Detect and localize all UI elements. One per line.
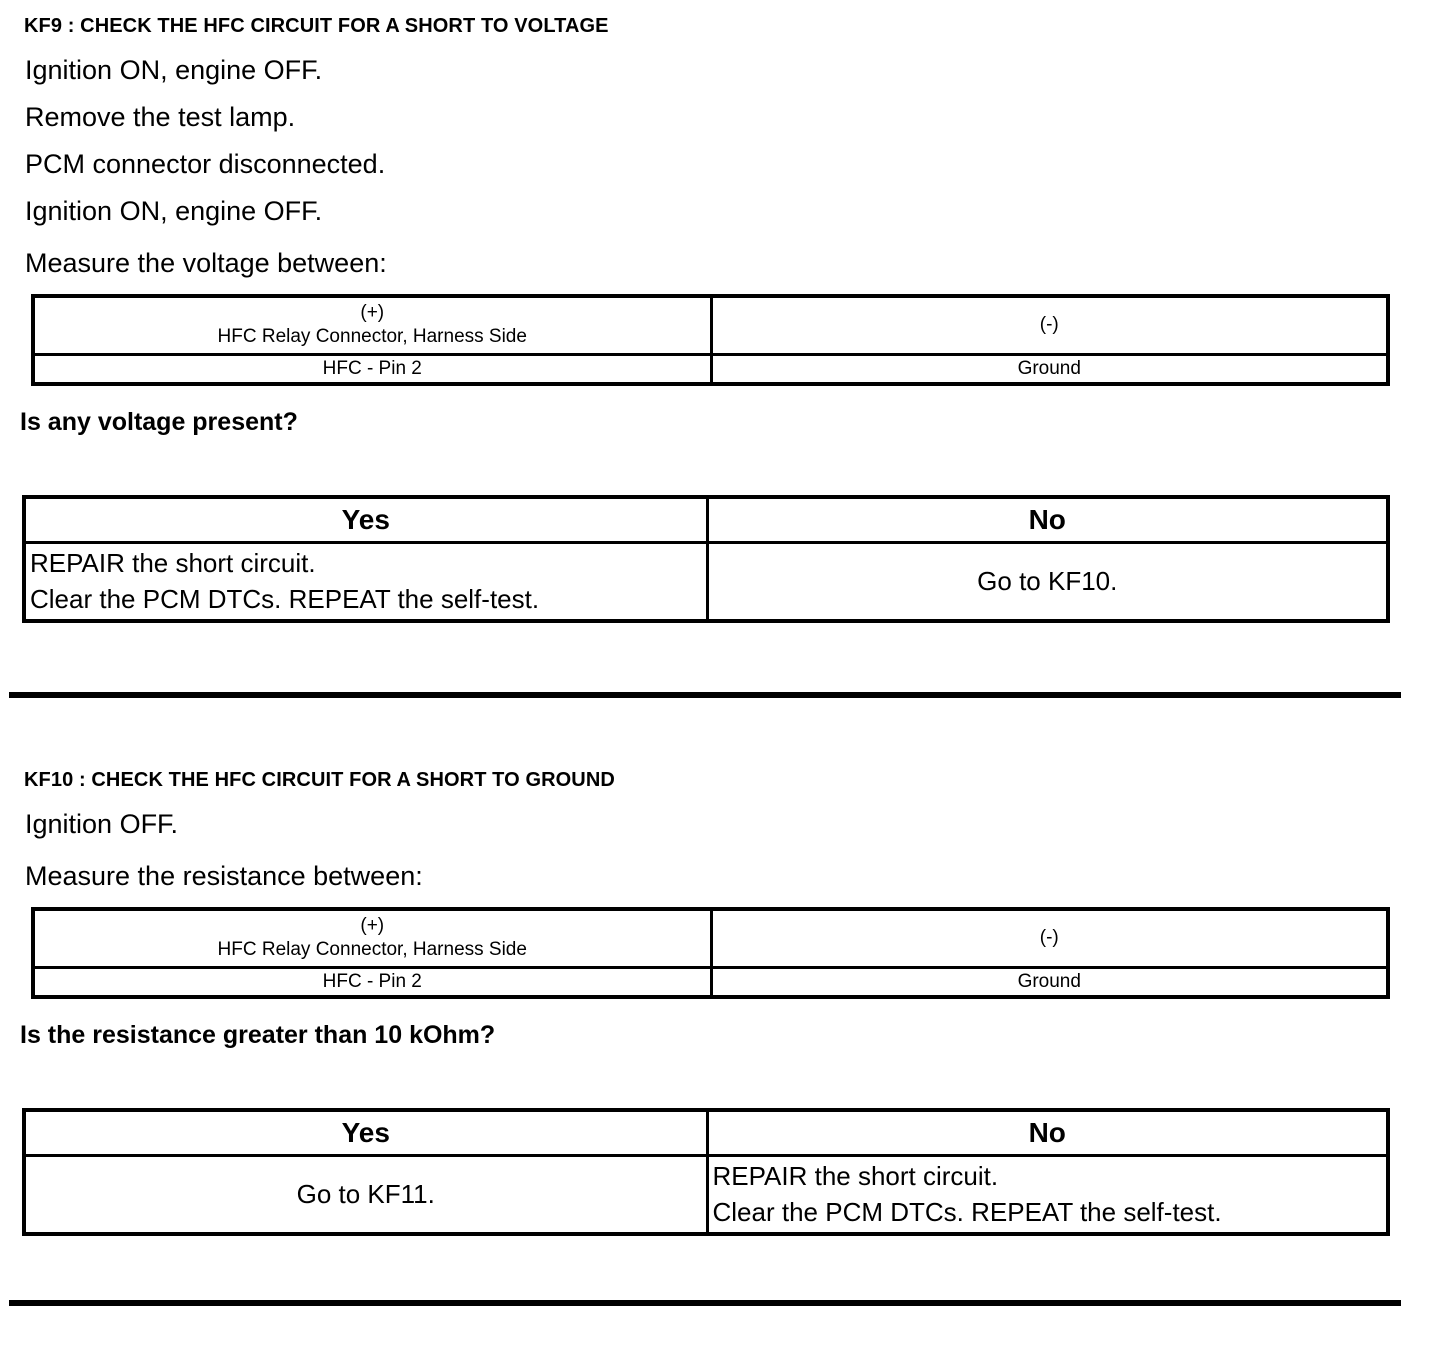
step-instructions-kf10: Ignition OFF. Measure the resistance bet…: [25, 801, 1440, 905]
action-line: Clear the PCM DTCs. REPEAT the self-test…: [30, 584, 540, 615]
table-header-row: (+) HFC Relay Connector, Harness Side (-…: [31, 907, 1390, 969]
section-divider-rule: [9, 692, 1401, 698]
measurement-table-kf10: (+) HFC Relay Connector, Harness Side (-…: [31, 907, 1390, 999]
step-title-kf9: KF9 : CHECK THE HFC CIRCUIT FOR A SHORT …: [24, 15, 609, 37]
action-line: REPAIR the short circuit.: [30, 548, 316, 579]
negative-sign-label: (-): [1039, 314, 1059, 336]
step-title-kf10: KF10 : CHECK THE HFC CIRCUIT FOR A SHORT…: [24, 769, 615, 791]
pinpoint-step-kf9: KF9 : CHECK THE HFC CIRCUIT FOR A SHORT …: [0, 16, 1440, 623]
measurement-table-kf9: (+) HFC Relay Connector, Harness Side (-…: [31, 294, 1390, 386]
answer-body-row: Go to KF11. REPAIR the short circuit. Cl…: [22, 1154, 1390, 1235]
measurement-negative-value: Ground: [709, 352, 1390, 386]
positive-sign-label: (+): [360, 302, 385, 324]
instruction-line: Remove the test lamp.: [25, 102, 296, 132]
answer-yes-header: Yes: [22, 1108, 709, 1157]
measurement-positive-header: (+) HFC Relay Connector, Harness Side: [31, 294, 713, 356]
measurement-positive-header: (+) HFC Relay Connector, Harness Side: [31, 907, 713, 969]
instruction-line: Ignition ON, engine OFF.: [25, 55, 323, 85]
answer-no-header: No: [705, 495, 1390, 544]
answer-body-row: REPAIR the short circuit. Clear the PCM …: [22, 541, 1390, 622]
instruction-line: Measure the voltage between:: [25, 248, 387, 278]
answer-no-header: No: [705, 1108, 1390, 1157]
answer-header-row: Yes No: [22, 495, 1390, 544]
step-instructions-kf9: Ignition ON, engine OFF. Remove the test…: [25, 47, 1440, 292]
answer-no-action: REPAIR the short circuit. Clear the PCM …: [705, 1154, 1390, 1235]
measurement-positive-value: HFC - Pin 2: [31, 352, 713, 386]
pinpoint-step-kf10: KF10 : CHECK THE HFC CIRCUIT FOR A SHORT…: [0, 770, 1440, 1236]
answer-yes-action: Go to KF11.: [22, 1154, 709, 1235]
answer-table-kf9: Yes No REPAIR the short circuit. Clear t…: [22, 495, 1390, 623]
answer-yes-action: REPAIR the short circuit. Clear the PCM …: [22, 541, 709, 622]
measurement-positive-value: HFC - Pin 2: [31, 965, 713, 999]
measurement-negative-value: Ground: [709, 965, 1390, 999]
instruction-line: Ignition ON, engine OFF.: [25, 196, 323, 226]
step-question-kf9: Is any voltage present?: [20, 408, 298, 436]
measurement-negative-header: (-): [709, 907, 1390, 969]
section-divider-rule: [9, 1300, 1401, 1306]
table-header-row: (+) HFC Relay Connector, Harness Side (-…: [31, 294, 1390, 356]
action-line: Clear the PCM DTCs. REPEAT the self-test…: [712, 1197, 1222, 1228]
positive-sign-label: (+): [360, 915, 385, 937]
answer-yes-header: Yes: [22, 495, 709, 544]
instruction-line: Measure the resistance between:: [25, 861, 423, 891]
action-line: REPAIR the short circuit.: [712, 1161, 999, 1192]
action-line: Go to KF10.: [977, 566, 1118, 597]
step-question-kf10: Is the resistance greater than 10 kOhm?: [20, 1021, 496, 1049]
instruction-line: Ignition OFF.: [25, 809, 179, 839]
answer-header-row: Yes No: [22, 1108, 1390, 1157]
measurement-negative-header: (-): [709, 294, 1390, 356]
positive-desc-label: HFC Relay Connector, Harness Side: [217, 939, 527, 961]
positive-desc-label: HFC Relay Connector, Harness Side: [217, 326, 527, 348]
action-line: Go to KF11.: [296, 1179, 435, 1210]
answer-table-kf10: Yes No Go to KF11. REPAIR the short circ…: [22, 1108, 1390, 1236]
answer-no-action: Go to KF10.: [705, 541, 1390, 622]
table-row: HFC - Pin 2 Ground: [31, 352, 1390, 386]
instruction-line: PCM connector disconnected.: [25, 149, 386, 179]
table-row: HFC - Pin 2 Ground: [31, 965, 1390, 999]
negative-sign-label: (-): [1039, 927, 1059, 949]
